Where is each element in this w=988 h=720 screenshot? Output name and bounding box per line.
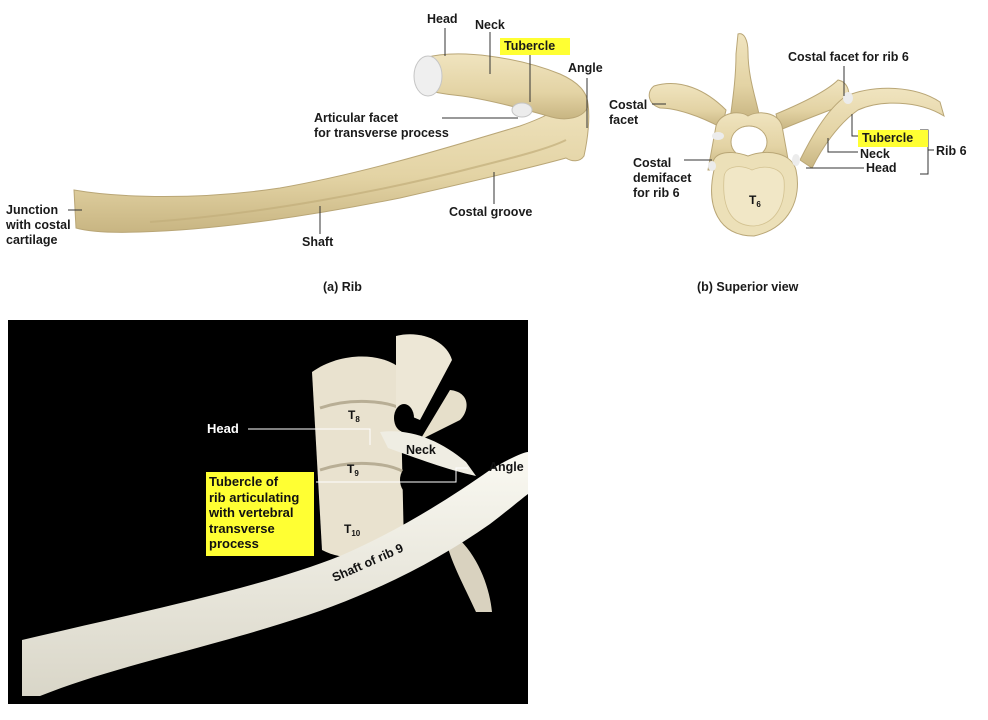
tubercle-articular-facet — [511, 102, 533, 118]
label-rib-head: Head — [427, 12, 458, 26]
label-b-head: Head — [866, 161, 897, 175]
label-t9: T9 — [347, 462, 359, 478]
label-tubercle-articulating: Tubercle of rib articulating with verteb… — [206, 472, 314, 556]
label-t10: T10 — [344, 522, 361, 538]
label-photo-angle: Angle — [489, 460, 524, 474]
label-photo-neck: Neck — [406, 443, 436, 457]
label-rib6: Rib 6 — [936, 144, 967, 158]
rib9-shaft-photo — [22, 452, 528, 696]
caption-panel-b: (b) Superior view — [697, 280, 799, 294]
rib-shaft-illustration — [73, 93, 590, 233]
rib-neck-illustration — [421, 53, 589, 120]
label-rib-neck: Neck — [475, 18, 505, 32]
label-t8: T8 — [348, 408, 360, 424]
label-rib-tubercle: Tubercle — [500, 38, 570, 55]
label-costal-groove: Costal groove — [449, 205, 533, 219]
label-b-tubercle: Tubercle — [858, 130, 928, 147]
label-costal-facet-rib6: Costal facet for rib 6 — [788, 50, 909, 64]
label-articular-facet: Articular facet for transverse process — [314, 111, 449, 140]
label-costal-facet: Costal facet — [609, 98, 648, 127]
label-t6: T6 — [749, 193, 761, 209]
panel-a-rib — [68, 28, 590, 234]
rib6-illustration — [799, 87, 945, 169]
label-photo-head: Head — [207, 421, 239, 436]
panel-b-superior-view — [648, 33, 945, 237]
label-b-neck: Neck — [860, 147, 890, 161]
label-rib-angle: Angle — [568, 61, 603, 75]
label-shaft: Shaft — [302, 235, 334, 249]
label-costal-demifacet: Costal demifacet for rib 6 — [633, 156, 692, 200]
rib-head-articular-surface — [413, 55, 443, 97]
label-junction-costal-cartilage: Junction with costal cartilage — [6, 203, 71, 247]
caption-panel-a: (a) Rib — [323, 280, 362, 294]
